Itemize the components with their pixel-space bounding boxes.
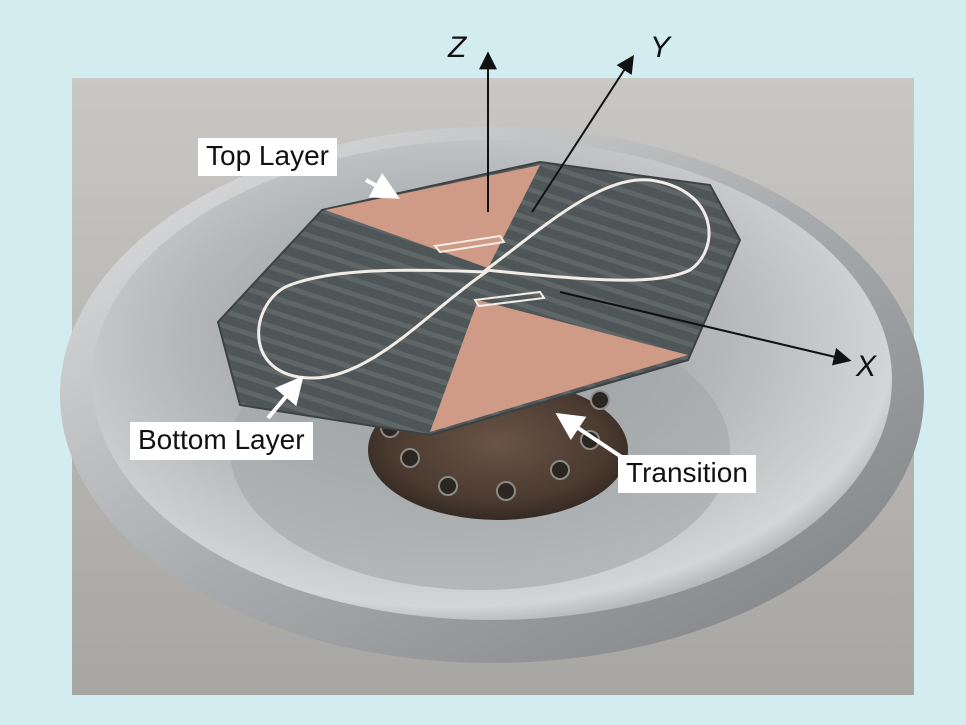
transition-strip-lower	[473, 290, 546, 308]
x-axis-label: X	[856, 350, 877, 383]
top-layer-pointer	[365, 172, 400, 199]
y-axis-arrow	[531, 54, 634, 213]
z-axis-label: Z	[448, 31, 467, 64]
transition-label: Transition	[618, 455, 756, 493]
top-layer-label: Top Layer	[198, 138, 337, 176]
bottom-layer-label: Bottom Layer	[130, 422, 313, 460]
y-axis-label: Y	[650, 31, 671, 64]
hub-screws	[380, 390, 610, 501]
bottom-layer-pointer	[266, 375, 304, 420]
x-axis-arrow	[559, 291, 852, 366]
bottom-layer-loop-right	[482, 178, 711, 282]
top-layer-copper-lower	[430, 300, 688, 432]
transition-strip-upper	[433, 234, 506, 254]
top-layer-copper-upper	[325, 165, 540, 268]
transition-pointer	[555, 412, 628, 462]
bottom-layer-loop-left	[257, 268, 491, 380]
